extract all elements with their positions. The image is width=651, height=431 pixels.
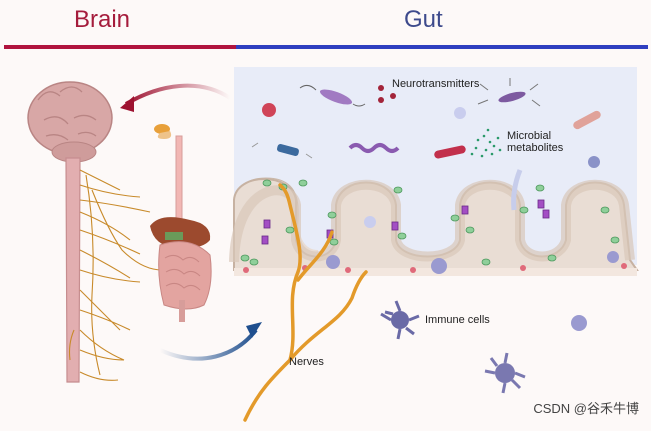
label-nerves: Nerves — [289, 356, 324, 368]
brain-header-bar — [4, 45, 236, 49]
label-immune-cells: Immune cells — [425, 314, 490, 326]
bacterium-worm — [511, 169, 523, 211]
lumen-particle-lavender — [364, 107, 600, 228]
immune-cell-round — [326, 251, 619, 331]
bacterium-purple — [299, 84, 366, 107]
bacterium-red — [434, 145, 466, 159]
label-microbial-metabolites: Microbial metabolites — [507, 130, 564, 154]
spinal-nerves — [68, 169, 163, 381]
bacterium-flagellated — [477, 78, 541, 107]
watermark: CSDN @谷禾牛博 — [533, 401, 639, 416]
spinal-cord — [65, 157, 81, 383]
red-particle — [262, 103, 276, 117]
brain-illustration — [27, 81, 113, 163]
gut-nerves — [243, 183, 368, 422]
immune-cell-dendritic — [380, 300, 420, 340]
label-neurotransmitters: Neurotransmitters — [392, 78, 480, 90]
intestinal-epithelium — [229, 177, 639, 276]
bacterium-spiral — [348, 143, 400, 153]
immune-cell-macrophage — [484, 352, 526, 394]
arrow-brain-to-gut — [159, 322, 262, 361]
bacterium-pink — [573, 110, 601, 130]
metabolite-dots — [470, 128, 502, 158]
arrow-gut-to-brain — [120, 83, 232, 112]
neurotransmitter-dots — [378, 85, 396, 103]
digestive-system — [150, 124, 212, 322]
gut-title: Gut — [404, 6, 443, 33]
bacterium-blue — [251, 142, 313, 159]
gut-header-bar — [236, 45, 648, 49]
brain-title: Brain — [74, 6, 131, 33]
